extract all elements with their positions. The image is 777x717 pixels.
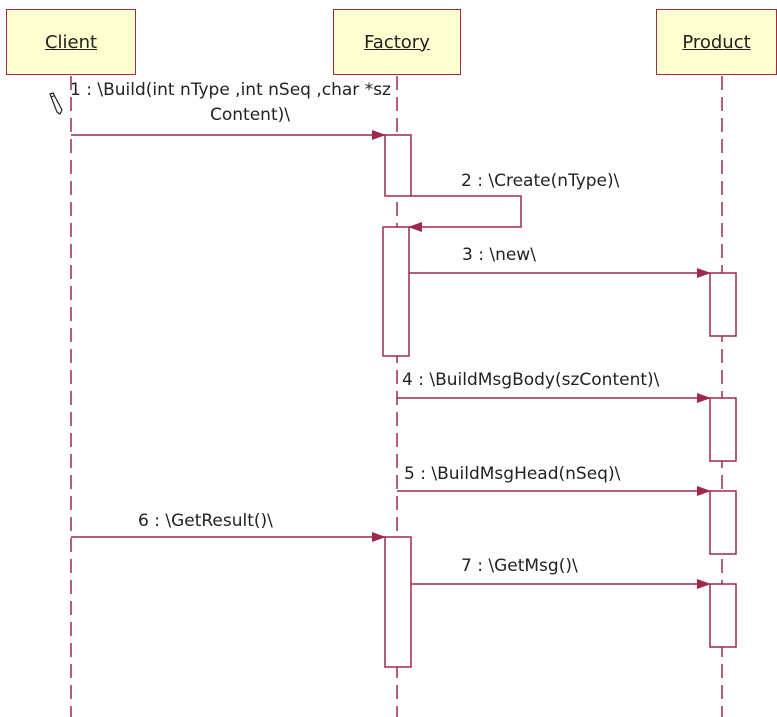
- object-label-client: Client: [44, 31, 98, 53]
- pencil-cursor-icon: [49, 92, 63, 115]
- activation-product-2: [709, 397, 737, 462]
- message-label-7: 7 : \GetMsg()\: [461, 556, 578, 576]
- message-label-1-line2: Content)\: [210, 105, 290, 125]
- activation-factory-1: [384, 134, 412, 197]
- message-label-5: 5 : \BuildMsgHead(nSeq)\: [404, 464, 621, 484]
- object-product[interactable]: Product: [656, 9, 777, 75]
- activation-product-3: [709, 490, 737, 555]
- activation-factory-3: [384, 536, 412, 668]
- activation-product-1: [709, 272, 737, 337]
- object-factory[interactable]: Factory: [333, 9, 461, 75]
- message-label-3: 3 : \new\: [462, 245, 536, 265]
- object-label-factory: Factory: [364, 31, 430, 53]
- message-label-6: 6 : \GetResult()\: [138, 511, 273, 531]
- object-client[interactable]: Client: [6, 9, 136, 75]
- activation-product-4: [709, 583, 737, 648]
- message-arrow-2: [408, 195, 522, 232]
- object-label-product: Product: [682, 31, 751, 53]
- message-label-1-line1: 1 : \Build(int nType ,int nSeq ,char *sz: [70, 80, 391, 100]
- message-label-4: 4 : \BuildMsgBody(szContent)\: [402, 370, 660, 390]
- activation-factory-2: [382, 226, 410, 357]
- message-label-2: 2 : \Create(nType)\: [461, 171, 620, 191]
